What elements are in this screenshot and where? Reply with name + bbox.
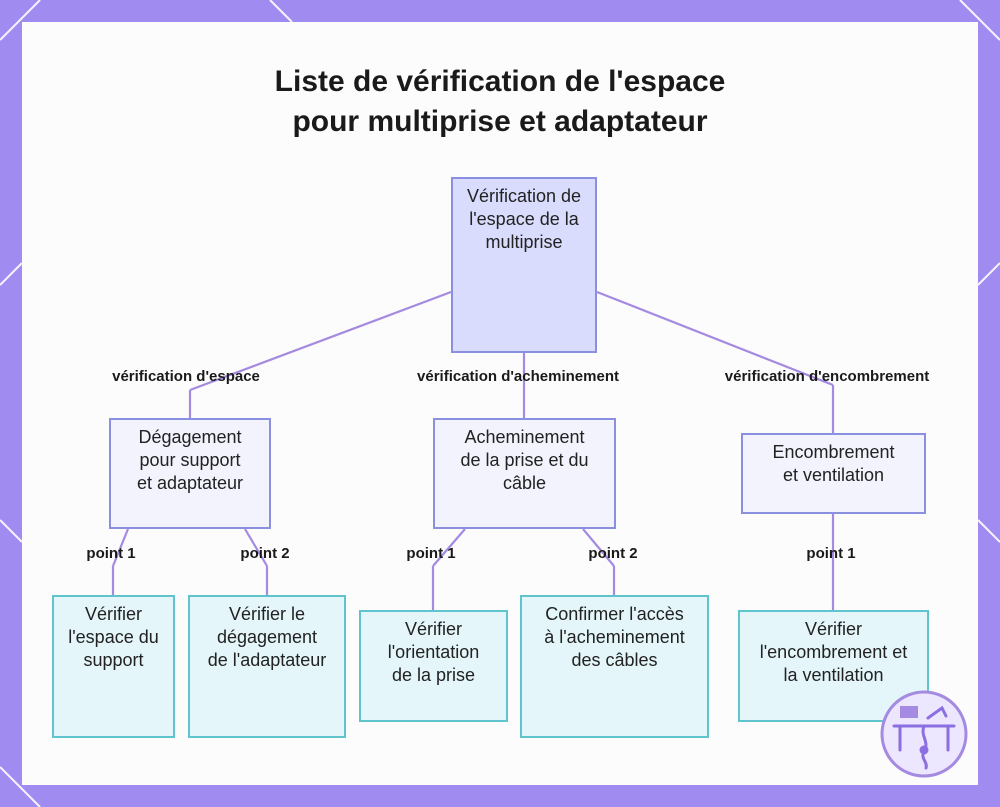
- branch-node-3-label: Encombrement et ventilation: [772, 442, 895, 485]
- edge-label-b2-leaf1: point 1: [406, 545, 456, 562]
- branch-node-1: Dégagement pour support et adaptateur: [109, 418, 271, 529]
- connector-root-branch3: [596, 290, 834, 387]
- diagram-title-line2: pour multiprise et adaptateur: [292, 105, 708, 138]
- edge-label-b3-leaf1: point 1: [806, 545, 856, 562]
- diagram-title-line1: Liste de vérification de l'espace: [274, 65, 726, 98]
- edge-label-b1-leaf1: point 1: [86, 545, 136, 562]
- branch-node-3: Encombrement et ventilation: [741, 433, 926, 514]
- edge-label-branch1: vérification d'espace: [112, 368, 260, 385]
- connector-b1-leaf1: [111, 528, 130, 567]
- branch-node-2-label: Acheminement de la prise et du câble: [460, 427, 589, 493]
- edge-label-branch2: vérification d'acheminement: [417, 368, 619, 385]
- connector-root-branch1: [189, 290, 452, 392]
- edge-label-branch3: vérification d'encombrement: [724, 368, 930, 385]
- workspace-badge-icon: [880, 690, 968, 778]
- connector-b2-leaf2: [582, 528, 615, 567]
- leaf-node-b2-2: Confirmer l'accès à l'acheminement des c…: [520, 595, 709, 738]
- leaf-node-b2-1: Vérifier l'orientation de la prise: [359, 610, 508, 722]
- leaf-node-b1-2: Vérifier le dégagement de l'adaptateur: [188, 595, 346, 738]
- leaf-node-b2-1-label: Vérifier l'orientation de la prise: [387, 619, 480, 685]
- edge-label-b2-leaf2: point 2: [588, 545, 638, 562]
- edge-label-b1-leaf2: point 2: [240, 545, 290, 562]
- leaf-node-b3-1: Vérifier l'encombrement et la ventilatio…: [738, 610, 929, 722]
- leaf-node-b1-2-label: Vérifier le dégagement de l'adaptateur: [207, 604, 327, 670]
- connector-b1-leaf2: [244, 528, 268, 567]
- root-node-label: Vérification de l'espace de la multipris…: [466, 186, 582, 252]
- connector-b2-leaf1: [432, 528, 466, 567]
- leaf-node-b1-1: Vérifier l'espace du support: [52, 595, 175, 738]
- leaf-node-b1-1-label: Vérifier l'espace du support: [68, 604, 159, 670]
- branch-node-1-label: Dégagement pour support et adaptateur: [136, 427, 244, 493]
- branch-node-2: Acheminement de la prise et du câble: [433, 418, 616, 529]
- leaf-node-b2-2-label: Confirmer l'accès à l'acheminement des c…: [544, 604, 685, 670]
- root-node: Vérification de l'espace de la multipris…: [451, 177, 597, 353]
- leaf-node-b3-1-label: Vérifier l'encombrement et la ventilatio…: [759, 619, 908, 685]
